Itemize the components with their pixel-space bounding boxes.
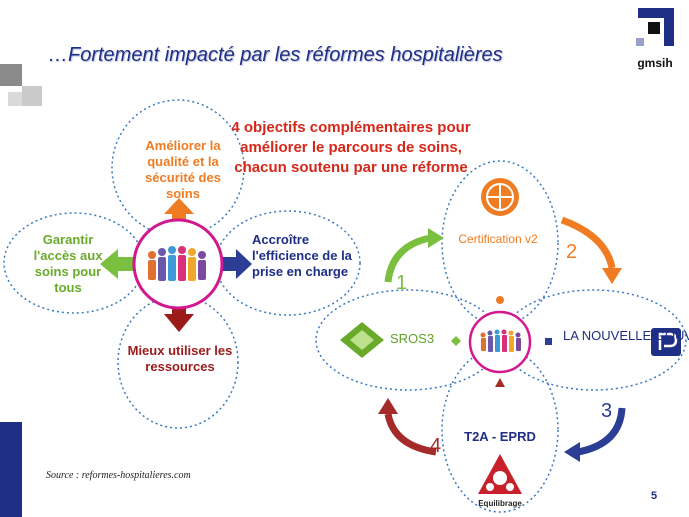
marker-triangle-red: [495, 378, 505, 387]
marker-diamond-green: [451, 336, 461, 346]
marker-dot-orange: [496, 296, 504, 304]
arrow-right: [222, 249, 252, 279]
people-group-small-icon: [480, 329, 521, 352]
label-certification: Certification v2: [458, 232, 538, 246]
cycle-arrow-1-head: [428, 228, 444, 248]
deco-square-light: [22, 86, 42, 106]
label-sros: SROS3: [390, 331, 435, 346]
cycle-number-4: 4: [430, 435, 442, 457]
label-equilibrage: Equilibrage: [478, 499, 522, 508]
cycle-number-2: 2: [566, 241, 578, 263]
page-title: …Fortement impacté par les réformes hosp…: [48, 44, 503, 66]
label-resources: Mieux utiliser les ressources: [127, 343, 233, 374]
logo-text: gmsih: [637, 56, 673, 70]
arrow-up: [164, 198, 194, 230]
label-quality: Améliorer la qualité et la sécurité des …: [145, 138, 221, 201]
gouvernance-logo-icon: [651, 328, 681, 356]
page-number: 5: [651, 490, 658, 502]
cycle-number-3: 3: [601, 400, 613, 422]
label-efficiency: Accroître l'efficience de la prise en ch…: [252, 232, 352, 279]
objectives-text: 4 objectifs complémentaires pour amélior…: [231, 119, 471, 176]
label-gouvernance: LA NOUVELLE GOUVERANCE: [563, 329, 689, 343]
label-t2a: T2A - EPRD: [464, 429, 536, 444]
marker-square-navy: [545, 338, 552, 345]
cycle-arrow-4: [384, 413, 437, 456]
certification-badge-icon: [481, 178, 519, 216]
equilibrage-triangle-icon: [478, 454, 522, 494]
source-caption: Source : reformes-hospitalieres.com: [46, 470, 191, 481]
cycle-arrow-1: [384, 234, 431, 283]
gmsih-logo-icon: [636, 8, 674, 46]
cycle-arrow-2: [560, 216, 616, 269]
cycle-arrow-4-head: [378, 398, 398, 414]
deco-square-dark: [0, 64, 22, 86]
label-access: Garantir l'accès aux soins pour tous: [33, 232, 103, 295]
cycle-arrow-3-head: [564, 442, 580, 462]
deco-navy-bar: [0, 422, 22, 517]
sros-diamond-icon: [340, 322, 384, 358]
people-group-icon: [148, 246, 206, 281]
cycle-arrow-2-head: [602, 268, 622, 284]
ellipse-gouvernance: [501, 289, 687, 391]
cycle-number-1: 1: [396, 272, 408, 294]
arrow-down: [164, 298, 194, 332]
deco-square-small: [8, 92, 22, 106]
cycle-arrow-3: [577, 407, 626, 456]
arrow-left: [100, 249, 134, 279]
